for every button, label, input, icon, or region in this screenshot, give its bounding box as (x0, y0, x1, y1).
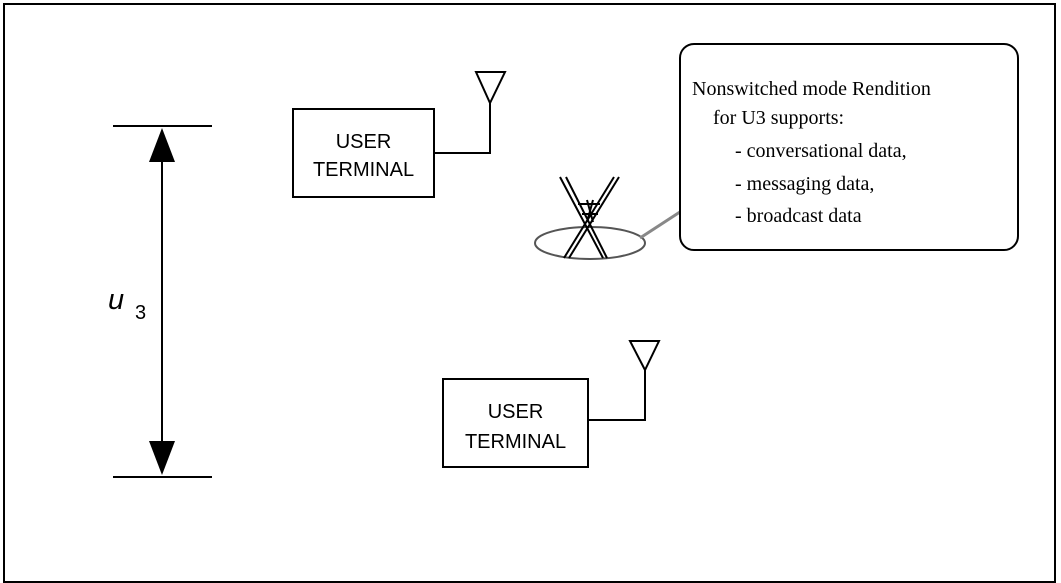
user-terminal-2: USER TERMINAL (442, 340, 661, 468)
callout-item: - messaging data, (735, 173, 874, 195)
terminal-box (292, 108, 435, 198)
terminal-antenna-feed (588, 370, 646, 421)
dimension-arrow-up-icon (149, 128, 175, 162)
terminal-label-line1: USER (488, 401, 544, 423)
callout-leader-line (639, 208, 684, 240)
tower-icon (559, 176, 620, 259)
callout-item: - conversational data, (735, 140, 907, 162)
terminal-label-line2: TERMINAL (465, 431, 566, 453)
dimension-symbol: u (108, 284, 124, 316)
terminal-label-line2: TERMINAL (313, 159, 414, 181)
terminal-box (442, 378, 589, 468)
antenna-icon (628, 340, 661, 373)
callout-title-line2: for U3 supports: (713, 107, 844, 129)
dimension-arrow-down-icon (149, 441, 175, 475)
antenna-icon (474, 71, 507, 106)
coverage-ellipse (534, 226, 646, 260)
callout-title-line1: Nonswitched mode Rendition (692, 78, 931, 100)
base-station-tower (534, 176, 684, 260)
dimension-subscript: 3 (135, 302, 146, 324)
terminal-antenna-feed (434, 103, 491, 154)
dimension-indicator: u 3 (108, 125, 212, 478)
user-terminal-1: USER TERMINAL (292, 71, 507, 198)
callout-rect (679, 43, 1019, 251)
terminal-label-line1: USER (336, 131, 392, 153)
callout-item: - broadcast data (735, 205, 862, 227)
callout-box: Nonswitched mode Rendition for U3 suppor… (679, 43, 1019, 251)
